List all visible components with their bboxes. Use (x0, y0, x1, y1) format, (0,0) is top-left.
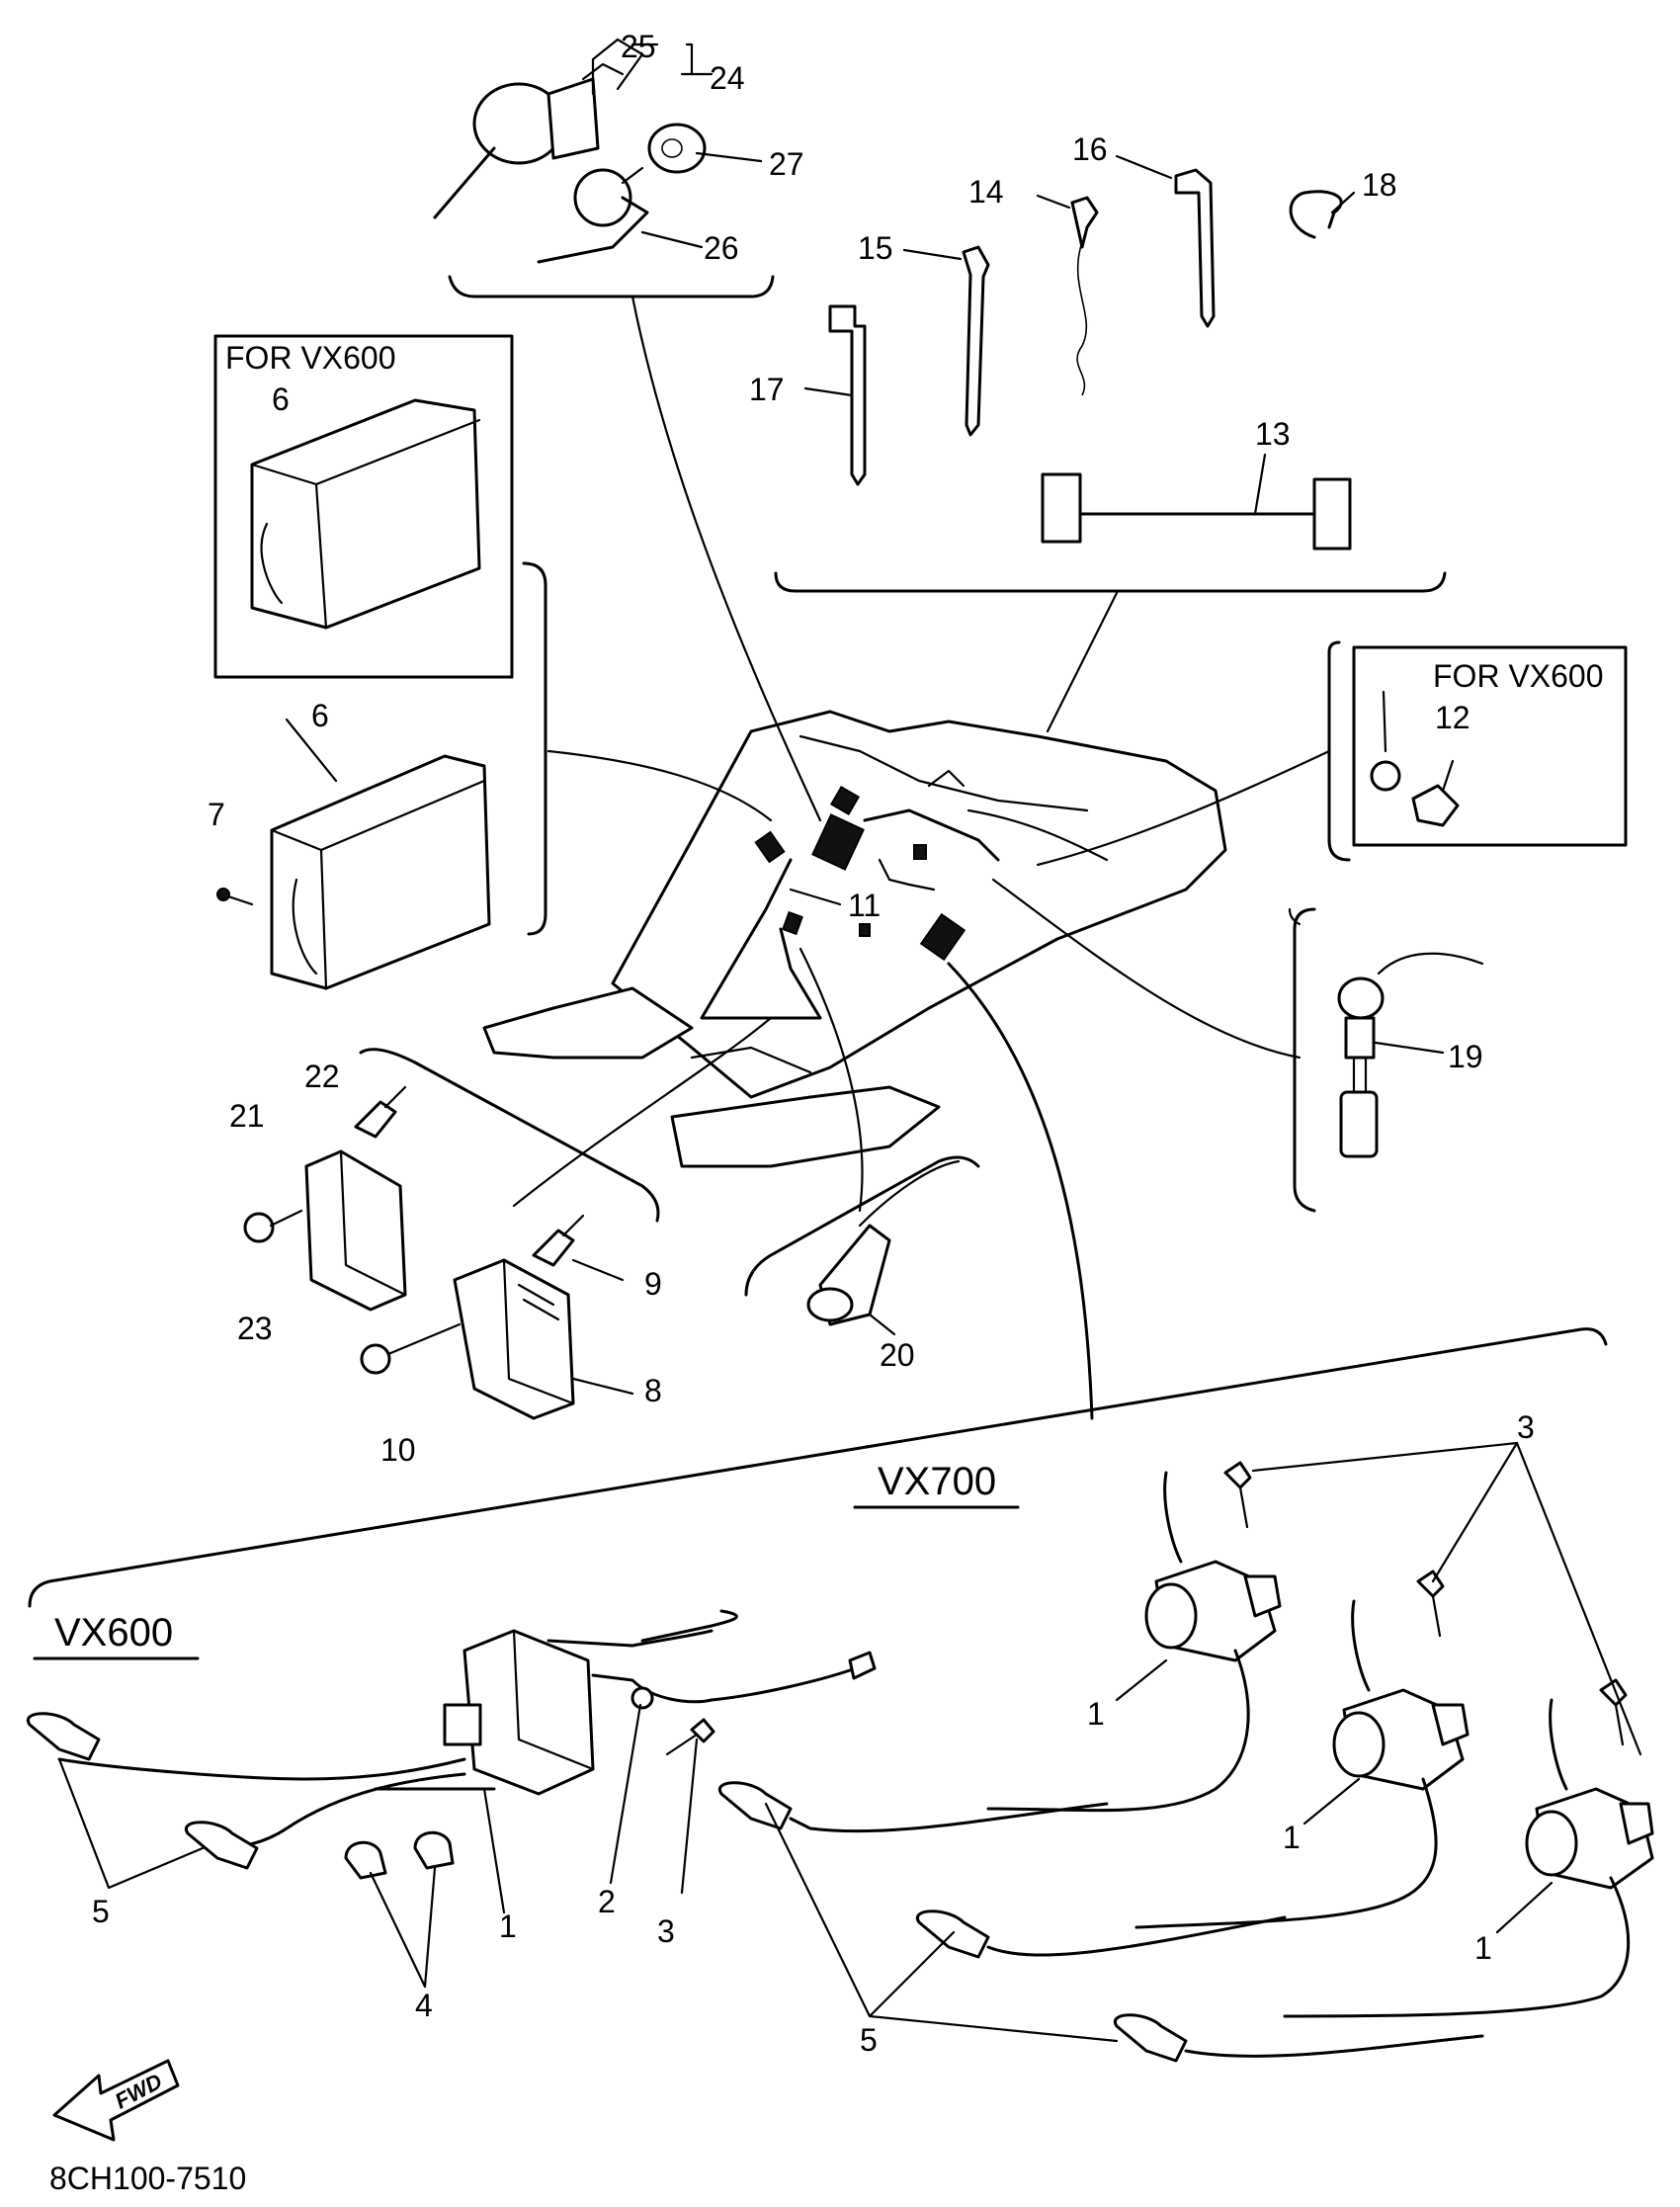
callout-18: 18 (1362, 167, 1397, 203)
callout-10: 10 (380, 1432, 416, 1468)
callout-8: 8 (644, 1373, 662, 1408)
vx600-ground-box (1327, 640, 1628, 862)
callout-16: 16 (1072, 131, 1108, 167)
callout-9: 9 (644, 1266, 662, 1302)
callout-1-vx600: 1 (499, 1909, 517, 1944)
callout-20: 20 (880, 1337, 915, 1373)
leader-lines (512, 295, 1331, 1420)
hull-body (482, 710, 1227, 1168)
section-label-vx600: VX600 (54, 1611, 173, 1655)
section-label-vx700: VX700 (878, 1460, 996, 1503)
vx600-ecu-box (213, 334, 514, 679)
callout-labels: 25 24 27 26 16 14 18 15 17 13 6 6 7 12 1… (33, 29, 1604, 2196)
callout-25: 25 (621, 29, 656, 64)
callout-19: 19 (1448, 1039, 1483, 1074)
callout-5-vx600: 5 (92, 1894, 110, 1929)
callout-15: 15 (858, 230, 893, 266)
part-21 (243, 1048, 660, 1312)
ecu-main (216, 561, 547, 990)
callout-14: 14 (968, 174, 1004, 210)
callout-1-vx700-c: 1 (1474, 1930, 1492, 1966)
callout-13: 13 (1255, 416, 1291, 452)
vx700-coils (717, 1441, 1654, 2063)
box-label-vx600-ground: FOR VX600 (1433, 658, 1604, 694)
part-8 (360, 1214, 634, 1420)
callout-1-vx700-b: 1 (1283, 1820, 1301, 1855)
callout-23: 23 (237, 1311, 273, 1346)
callout-3-vx700: 3 (1517, 1409, 1535, 1445)
leader-11 (789, 888, 842, 906)
callout-24: 24 (710, 60, 745, 96)
callout-5-vx700: 5 (860, 2022, 878, 2058)
box-label-vx600-ecu: FOR VX600 (225, 340, 396, 376)
callout-6: 6 (311, 698, 329, 733)
callout-22: 22 (304, 1059, 340, 1094)
callout-7: 7 (208, 797, 225, 832)
callout-27: 27 (769, 146, 804, 182)
key-switch-group (433, 38, 775, 298)
callout-12: 12 (1435, 700, 1470, 735)
clamps-group (774, 154, 1447, 593)
callout-3-vx600: 3 (657, 1913, 675, 1949)
fwd-arrow: FWD (52, 2059, 180, 2142)
callout-21: 21 (229, 1098, 265, 1134)
callout-6-vx600: 6 (272, 382, 290, 417)
callout-17: 17 (749, 372, 785, 407)
vx600-coil (26, 1609, 877, 1989)
drawing-code: 8CH100-7510 (49, 2161, 246, 2196)
callout-11: 11 (848, 888, 881, 923)
section-divider (28, 1327, 1608, 1608)
callout-4: 4 (415, 1988, 433, 2023)
callout-2: 2 (598, 1884, 616, 1919)
callout-1-vx700-a: 1 (1087, 1696, 1105, 1732)
part-20 (744, 1155, 980, 1336)
part-19 (1293, 907, 1484, 1213)
callout-26: 26 (704, 230, 739, 266)
